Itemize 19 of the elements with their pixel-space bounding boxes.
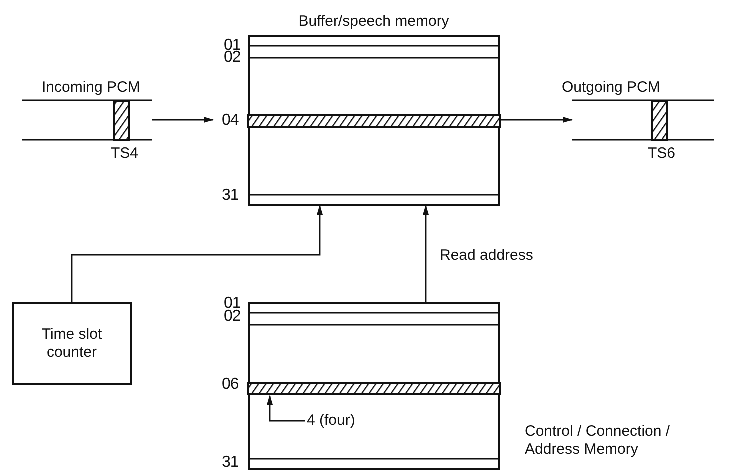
arrow: [267, 395, 305, 422]
slot-label: TS6: [648, 145, 676, 162]
counter-box: [12, 302, 132, 385]
frame-title: Outgoing PCM: [562, 79, 660, 96]
row-number: 31: [222, 187, 239, 204]
row-number: 31: [222, 454, 239, 471]
row-number: 02: [224, 308, 241, 325]
arrow: [71, 205, 323, 302]
box-label: Time slot counter: [40, 326, 104, 362]
row-number: 06: [222, 376, 239, 393]
slot-label: TS4: [111, 145, 139, 162]
frame-title: Incoming PCM: [42, 79, 140, 96]
memory-caption: Control / Connection / Address Memory: [525, 423, 672, 459]
arrow: [500, 117, 573, 123]
arrow: [152, 117, 214, 123]
leader-text: 4 (four): [307, 412, 356, 429]
memory-title: Buffer/speech memory: [298, 13, 450, 30]
row-number: 04: [222, 112, 239, 129]
arrow: [423, 205, 429, 302]
